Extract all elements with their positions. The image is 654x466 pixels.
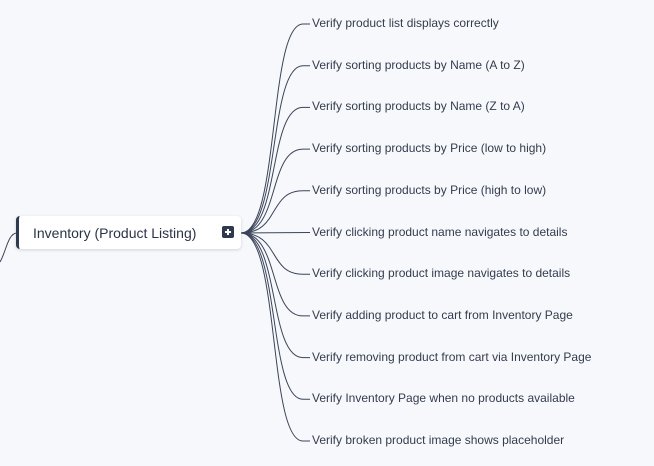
subtopic-item[interactable]: Verify clicking product image navigates … bbox=[312, 266, 571, 281]
connector-line bbox=[240, 190, 310, 234]
connector-line bbox=[240, 232, 310, 317]
subtopic-item[interactable]: Verify sorting products by Name (A to Z) bbox=[312, 57, 525, 72]
parent-connector-line bbox=[0, 232, 18, 263]
subtopic-item[interactable]: Verify product list displays correctly bbox=[312, 16, 499, 30]
connector-line bbox=[240, 232, 311, 234]
subtopic-item[interactable]: Verify sorting products by Name (Z to A) bbox=[312, 99, 525, 114]
connector-line bbox=[240, 106, 310, 234]
connector-line bbox=[240, 148, 310, 234]
subtopic-item[interactable]: Verify clicking product name navigates t… bbox=[312, 224, 568, 239]
connector-line bbox=[240, 65, 310, 234]
connector-line bbox=[240, 232, 310, 359]
subtopic-item[interactable]: Verify removing product from cart via In… bbox=[312, 349, 592, 364]
connector-line bbox=[240, 232, 310, 442]
connector-line bbox=[240, 23, 310, 234]
subtopic-item[interactable]: Verify broken product image shows placeh… bbox=[312, 433, 565, 447]
subtopic-item[interactable]: Verify Inventory Page when no products a… bbox=[312, 391, 575, 406]
topic-label: Inventory (Product Listing) bbox=[33, 224, 197, 241]
subtopic-item[interactable]: Verify sorting products by Price (high t… bbox=[312, 182, 547, 197]
topic-node-inventory[interactable]: Inventory (Product Listing) bbox=[16, 216, 241, 249]
plus-square-icon[interactable] bbox=[222, 226, 234, 238]
connector-line bbox=[240, 232, 310, 275]
subtopic-item[interactable]: Verify adding product to cart from Inven… bbox=[312, 307, 573, 322]
connector-line bbox=[240, 232, 310, 400]
subtopic-item[interactable]: Verify sorting products by Price (low to… bbox=[312, 141, 547, 156]
